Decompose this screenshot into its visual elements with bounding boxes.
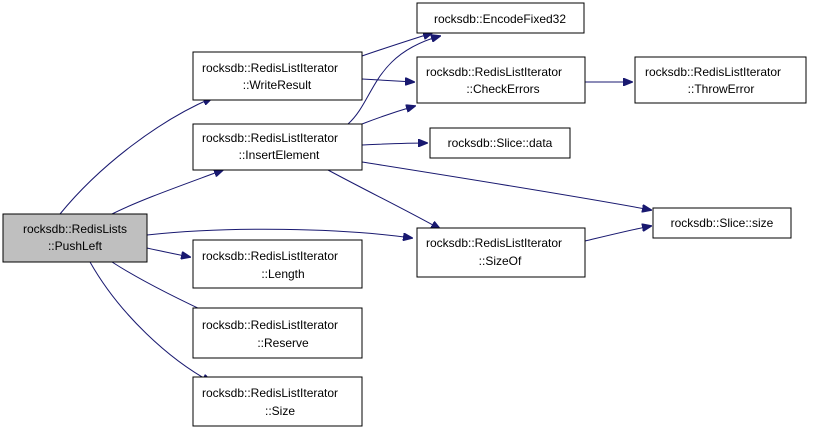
node-label-line2: ::PushLeft (48, 239, 103, 253)
node-box (192, 123, 363, 171)
edge-pushleft-insertelement (111, 170, 223, 215)
node-slice-size[interactable]: rocksdb::Slice::size (652, 207, 792, 239)
node-label-line2: ::CheckErrors (466, 82, 539, 96)
edge-pushleft-size (89, 261, 211, 382)
edge-insertelement-slicedata (361, 143, 427, 145)
node-size-of[interactable]: rocksdb::RedisListIterator ::SizeOf (416, 227, 586, 278)
node-label-line1: rocksdb::RedisLists (23, 222, 127, 236)
node-label-line1: rocksdb::Slice::size (671, 216, 774, 230)
edge-pushleft-length (146, 247, 190, 257)
node-label-line2: ::InsertElement (239, 148, 320, 162)
node-label-line1: rocksdb::RedisListIterator (645, 65, 781, 79)
node-label-line1: rocksdb::RedisListIterator (202, 131, 338, 145)
edges (59, 33, 651, 382)
node-label-line2: ::Length (261, 267, 304, 281)
node-label-line1: rocksdb::RedisListIterator (426, 65, 562, 79)
node-box (192, 51, 363, 101)
node-label-line2: ::WriteResult (243, 78, 312, 92)
node-label-line1: rocksdb::RedisListIterator (202, 386, 338, 400)
node-box (192, 239, 363, 289)
node-box (416, 56, 586, 104)
edge-writeresult-checkerrors (361, 79, 414, 82)
node-label-line1: rocksdb::EncodeFixed32 (434, 12, 566, 26)
node-box (634, 56, 807, 104)
node-box (2, 213, 148, 263)
edge-pushleft-writeresult (59, 98, 212, 215)
node-encode-fixed32[interactable]: rocksdb::EncodeFixed32 (416, 2, 585, 34)
node-slice-data[interactable]: rocksdb::Slice::data (429, 127, 571, 159)
node-size[interactable]: rocksdb::RedisListIterator ::Size (192, 376, 363, 427)
node-label-line1: rocksdb::Slice::data (448, 136, 553, 150)
node-label-line2: ::Size (265, 404, 295, 418)
edge-sizeof-slicesize (584, 226, 651, 242)
node-label-line2: ::Reserve (257, 336, 309, 350)
edge-insertelement-slicesize (361, 161, 651, 210)
node-label-line2: ::SizeOf (479, 254, 522, 268)
node-box (429, 127, 571, 159)
node-box (652, 207, 792, 239)
node-box (192, 307, 363, 359)
node-label-line1: rocksdb::RedisListIterator (202, 249, 338, 263)
node-label-line1: rocksdb::RedisListIterator (202, 318, 338, 332)
node-throw-error[interactable]: rocksdb::RedisListIterator ::ThrowError (634, 56, 807, 104)
node-label-line1: rocksdb::RedisListIterator (426, 236, 562, 250)
edge-insertelement-sizeof (327, 169, 440, 229)
node-write-result[interactable]: rocksdb::RedisListIterator ::WriteResult (192, 51, 363, 101)
node-check-errors[interactable]: rocksdb::RedisListIterator ::CheckErrors (416, 56, 586, 104)
edge-writeresult-encodefixed32 (361, 33, 432, 57)
node-insert-element[interactable]: rocksdb::RedisListIterator ::InsertEleme… (192, 123, 363, 171)
node-label-line1: rocksdb::RedisListIterator (202, 61, 338, 75)
node-push-left[interactable]: rocksdb::RedisLists ::PushLeft (2, 213, 148, 263)
edge-insertelement-encodefixed32 (347, 36, 440, 125)
node-reserve[interactable]: rocksdb::RedisListIterator ::Reserve (192, 307, 363, 359)
node-length[interactable]: rocksdb::RedisListIterator ::Length (192, 239, 363, 289)
node-label-line2: ::ThrowError (688, 82, 755, 96)
node-box (416, 2, 585, 34)
edge-insertelement-checkerrors (361, 106, 415, 125)
edge-pushleft-sizeof (146, 228, 412, 238)
node-box (192, 376, 363, 427)
node-box (416, 227, 586, 278)
